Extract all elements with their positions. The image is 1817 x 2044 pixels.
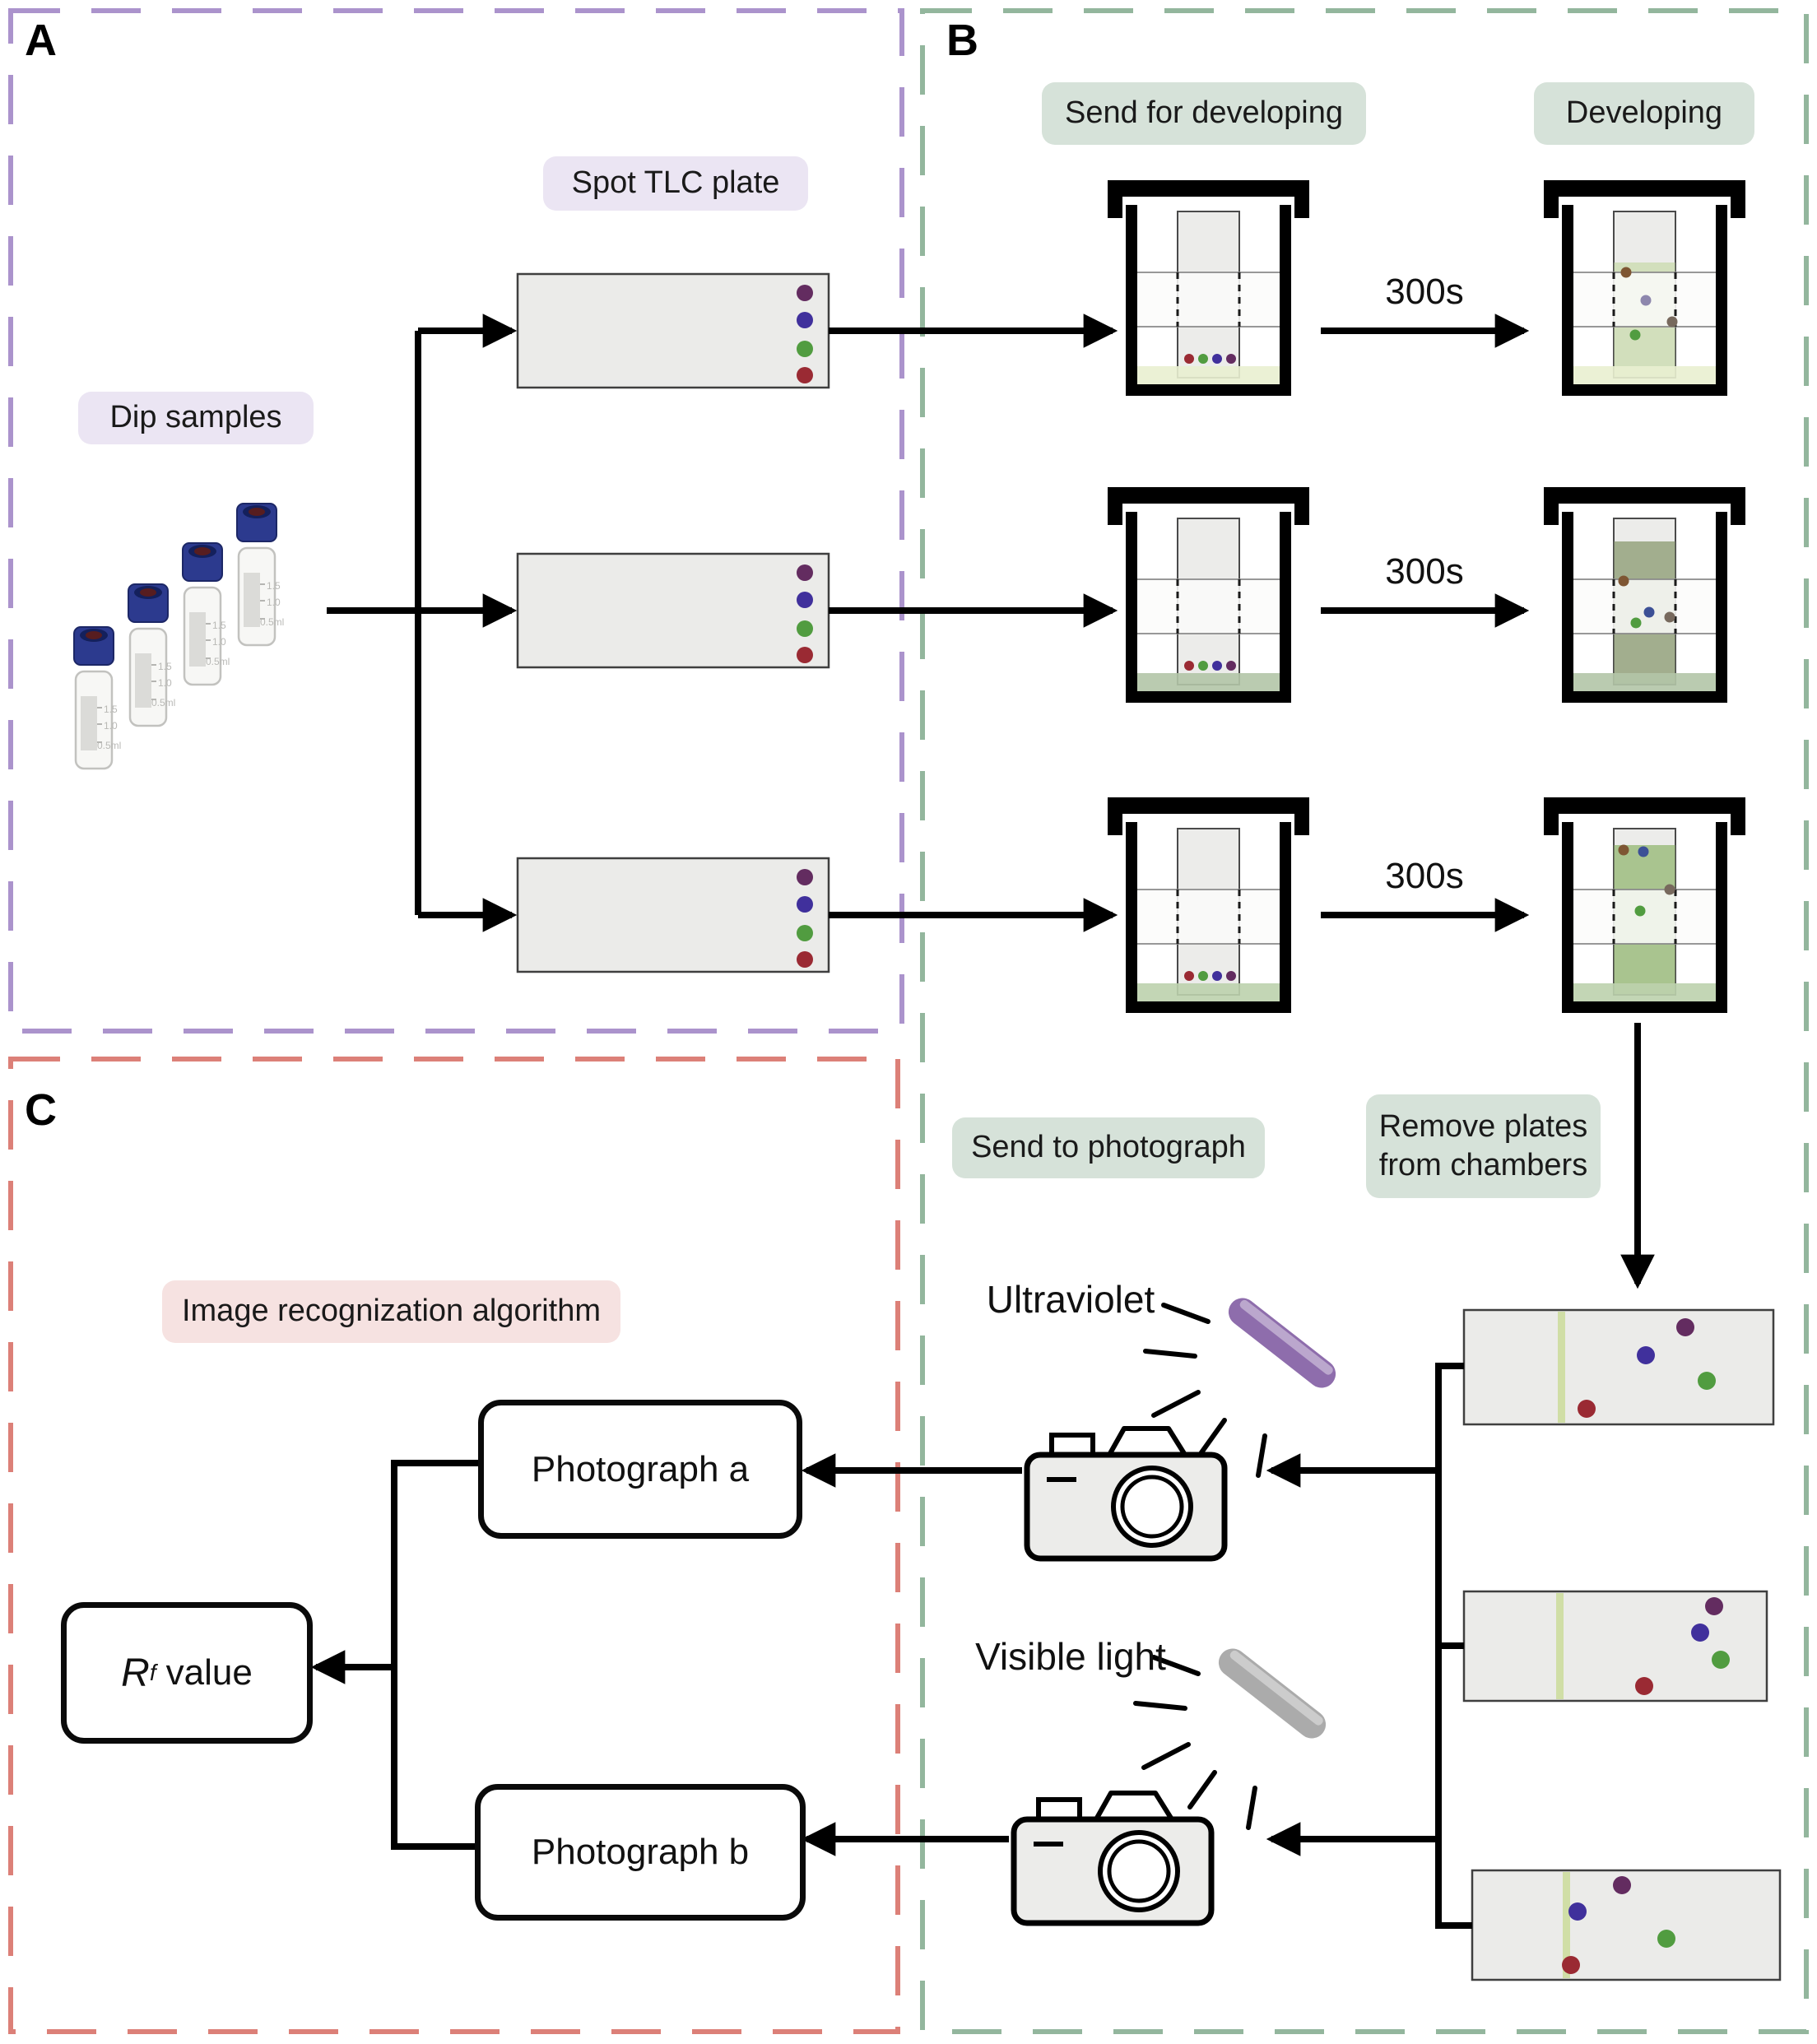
remove-plates-line2: from chambers bbox=[1378, 1148, 1588, 1182]
visible-light-rays bbox=[1133, 1655, 1257, 1830]
visible-lamp-icon bbox=[1213, 1642, 1331, 1744]
developed-plate-1 bbox=[1462, 1308, 1775, 1426]
development-time-2: 300s bbox=[1385, 551, 1464, 592]
vial-marking: 1.5 bbox=[104, 704, 118, 715]
sample-vial-3: 1.5 1.0 0.5ml bbox=[182, 542, 230, 686]
developing-label: Developing bbox=[1534, 82, 1754, 145]
sample-vials-group: 1.5 1.0 0.5ml 1.5 1.0 0.5ml 1.5 1.0 0.5m… bbox=[73, 503, 284, 770]
panel-b-letter: B bbox=[946, 16, 978, 65]
panel-a-connectors bbox=[327, 314, 1118, 932]
panel-c-letter: C bbox=[25, 1085, 57, 1135]
development-chamber-3-developing bbox=[1544, 797, 1745, 1013]
sample-spot bbox=[797, 285, 813, 301]
photograph-b-box: Photograph b bbox=[475, 1784, 806, 1921]
solvent bbox=[1137, 366, 1280, 384]
visible-light-label: Visible light bbox=[975, 1635, 1166, 1678]
sample-spot bbox=[797, 951, 813, 968]
rf-subscript: f bbox=[149, 1660, 156, 1685]
remove-plates-line1: Remove plates bbox=[1378, 1108, 1588, 1144]
developed-plate-3 bbox=[1471, 1869, 1782, 1981]
origin-line bbox=[1563, 1872, 1570, 1978]
sample-spot bbox=[797, 564, 813, 581]
vial-marking: 0.5ml bbox=[206, 656, 230, 667]
sample-vial-1: 1.5 1.0 0.5ml bbox=[73, 626, 121, 770]
plates-bracket bbox=[1266, 1363, 1472, 1929]
panel-a-border bbox=[8, 8, 904, 1034]
vial-marking: 0.5ml bbox=[97, 740, 121, 751]
sample-spot bbox=[797, 647, 813, 663]
sample-vial-2: 1.5 1.0 0.5ml bbox=[128, 583, 175, 727]
spot-tlc-plate-label: Spot TLC plate bbox=[543, 156, 808, 211]
solvent bbox=[1573, 983, 1716, 1001]
photograph-a-box: Photograph a bbox=[478, 1400, 802, 1539]
remove-plates-label: Remove plates from chambers bbox=[1366, 1094, 1601, 1198]
solvent bbox=[1573, 366, 1716, 384]
rf-symbol: R bbox=[121, 1651, 150, 1695]
origin-line bbox=[1556, 1593, 1564, 1699]
rf-value-text: value bbox=[165, 1652, 253, 1693]
development-time-3: 300s bbox=[1385, 856, 1464, 896]
sample-spot bbox=[797, 620, 813, 637]
sample-spot bbox=[797, 869, 813, 885]
development-chamber-2-developing bbox=[1544, 487, 1745, 703]
solvent bbox=[1137, 673, 1280, 691]
sample-vial-4: 1.5 1.0 0.5ml bbox=[236, 503, 284, 647]
panel-b-border bbox=[920, 8, 1809, 2034]
spotted-tlc-plate-2 bbox=[516, 552, 830, 669]
solvent bbox=[1573, 673, 1716, 691]
development-chamber-1-before bbox=[1108, 180, 1309, 396]
developed-plate-2 bbox=[1462, 1590, 1768, 1703]
visible-camera-icon bbox=[1014, 1793, 1211, 1923]
vial-marking: 1.5 bbox=[158, 661, 172, 672]
development-time-1: 300s bbox=[1385, 272, 1464, 312]
uv-light-rays bbox=[1143, 1303, 1267, 1478]
send-for-developing-label: Send for developing bbox=[1042, 82, 1366, 145]
ultraviolet-label: Ultraviolet bbox=[986, 1278, 1155, 1321]
vial-marking: 1.5 bbox=[267, 580, 281, 592]
development-chamber-3-before bbox=[1108, 797, 1309, 1013]
spotted-tlc-plate-1 bbox=[516, 272, 830, 389]
sample-spot bbox=[797, 592, 813, 608]
sample-spot bbox=[797, 896, 813, 913]
panel-b-connectors bbox=[1321, 314, 1655, 1289]
development-chamber-1-developing bbox=[1544, 180, 1745, 396]
spotted-tlc-plate-3 bbox=[516, 857, 830, 973]
uv-lamp-icon bbox=[1223, 1292, 1341, 1394]
vial-marking: 0.5ml bbox=[260, 616, 284, 628]
vial-marking: 1.0 bbox=[212, 636, 226, 648]
vial-marking: 1.0 bbox=[158, 677, 172, 689]
solvent bbox=[1137, 983, 1280, 1001]
photographs-bracket bbox=[391, 1460, 478, 1850]
image-recognition-label: Image recognization algorithm bbox=[162, 1280, 620, 1343]
uv-camera-icon bbox=[1027, 1428, 1224, 1559]
dip-samples-label: Dip samples bbox=[78, 392, 314, 444]
send-to-photograph-label: Send to photograph bbox=[952, 1117, 1265, 1178]
panel-c-border bbox=[8, 1057, 900, 2034]
origin-line bbox=[1558, 1312, 1565, 1423]
vial-marking: 0.5ml bbox=[151, 697, 175, 708]
sample-spot bbox=[797, 312, 813, 328]
vial-marking: 1.0 bbox=[104, 720, 118, 732]
sample-spot bbox=[797, 367, 813, 383]
sample-spot bbox=[797, 341, 813, 357]
camera-to-box-arrows bbox=[801, 1453, 1022, 1856]
panel-a-letter: A bbox=[25, 16, 57, 65]
panel-c-connectors bbox=[310, 1460, 478, 1850]
development-chamber-2-before bbox=[1108, 487, 1309, 703]
vial-marking: 1.0 bbox=[267, 597, 281, 608]
vial-marking: 1.5 bbox=[212, 620, 226, 631]
sample-spot bbox=[797, 925, 813, 941]
